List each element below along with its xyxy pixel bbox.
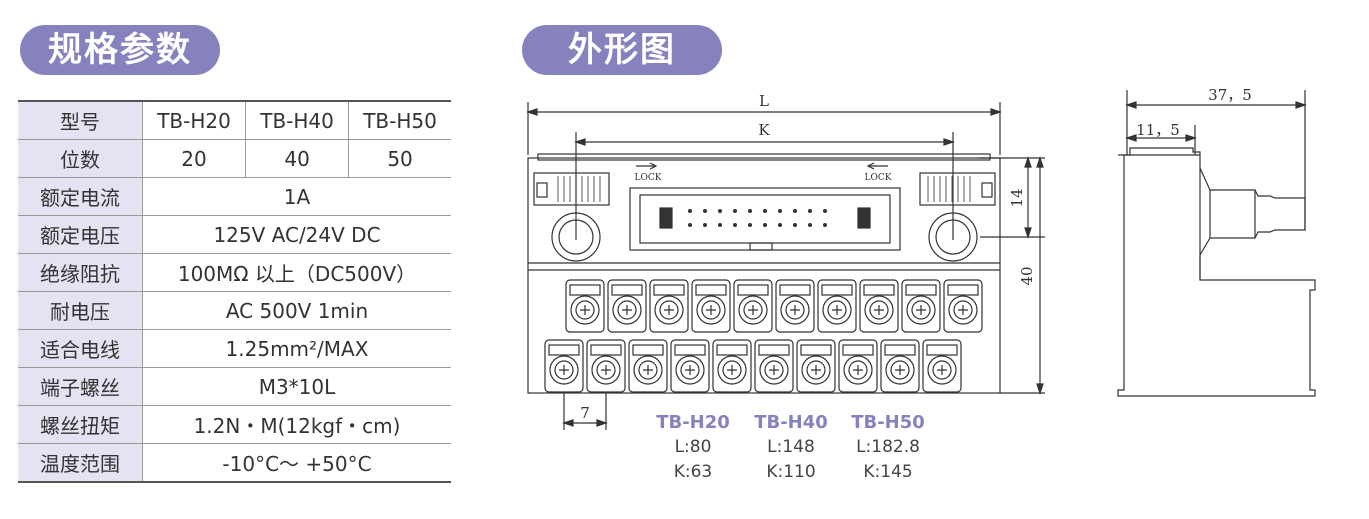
table-row: 螺丝扭矩 1.2N・M(12kgf・cm) xyxy=(18,405,451,444)
dim-11-5-label: 11，5 xyxy=(1136,121,1180,139)
model-dims-h20: TB-H20 L:80 K:63 xyxy=(643,410,743,485)
model-k: K:63 xyxy=(673,462,713,482)
row-label: 温度范围 xyxy=(18,443,143,483)
row-label: 耐电压 xyxy=(18,291,143,330)
row-label: 额定电流 xyxy=(18,177,143,216)
positions-cell: 50 xyxy=(348,139,451,178)
row-label: 绝缘阻抗 xyxy=(18,253,143,292)
table-row: 耐电压 AC 500V 1min xyxy=(18,291,451,330)
row-value: M3*10L xyxy=(142,367,451,406)
terminal-block-front: LOCK LOCK 14 40 xyxy=(527,153,1045,395)
table-row: 位数 20 40 50 xyxy=(18,139,451,178)
model-l: L:148 xyxy=(767,437,815,457)
positions-cell: 20 xyxy=(141,139,247,178)
model-k: K:145 xyxy=(863,462,913,482)
row-label: 位数 xyxy=(18,139,143,178)
row-label: 额定电压 xyxy=(18,215,143,254)
model-cell: TB-H50 xyxy=(348,100,451,140)
model-l: L:80 xyxy=(674,437,712,457)
spec-heading: 规格参数 xyxy=(20,25,220,75)
side-view: 37，5 11，5 xyxy=(1117,86,1316,397)
terminal-row-upper xyxy=(565,279,983,333)
row-value: 1A xyxy=(142,177,451,216)
spec-table: 型号 TB-H20 TB-H40 TB-H50 位数 20 40 50 额定电流… xyxy=(18,100,451,483)
table-row: 型号 TB-H20 TB-H40 TB-H50 xyxy=(18,100,451,140)
model-dims-h50: TB-H50 L:182.8 K:145 xyxy=(838,410,938,485)
lock-label-left: LOCK xyxy=(635,173,662,183)
table-row: 额定电流 1A xyxy=(18,177,451,216)
table-row: 适合电线 1.25mm²/MAX xyxy=(18,329,451,368)
model-l: L:182.8 xyxy=(856,437,920,457)
dimension-pitch: 7 xyxy=(562,392,608,430)
lock-label-right: LOCK xyxy=(865,173,892,183)
table-row: 温度范围 -10°C～ +50°C xyxy=(18,443,451,483)
row-value: -10°C～ +50°C xyxy=(142,443,451,483)
table-row: 额定电压 125V AC/24V DC xyxy=(18,215,451,254)
outline-drawing: L K LOCK LOCK xyxy=(526,86,1316,430)
dim-14-label: 14 xyxy=(1008,188,1026,207)
model-dims-h40: TB-H40 L:148 K:110 xyxy=(741,410,841,485)
table-row: 端子螺丝 M3*10L xyxy=(18,367,451,406)
model-cell: TB-H20 xyxy=(141,100,247,140)
model-name: TB-H20 xyxy=(656,412,730,433)
row-label: 适合电线 xyxy=(18,329,143,368)
terminal-row-lower xyxy=(544,339,962,393)
dimension-l: L xyxy=(526,92,1002,155)
dim-k-label: K xyxy=(758,121,770,139)
model-name: TB-H40 xyxy=(754,412,828,433)
row-label: 端子螺丝 xyxy=(18,367,143,406)
outline-heading: 外形图 xyxy=(522,25,722,75)
dim-37-5-label: 37，5 xyxy=(1208,86,1252,104)
row-label: 螺丝扭矩 xyxy=(18,405,143,444)
dim-7-label: 7 xyxy=(580,404,590,422)
row-value: AC 500V 1min xyxy=(142,291,451,330)
row-value: 125V AC/24V DC xyxy=(142,215,451,254)
row-label: 型号 xyxy=(18,100,143,140)
dim-l-label: L xyxy=(759,92,769,110)
positions-cell: 40 xyxy=(245,139,350,178)
row-value: 1.25mm²/MAX xyxy=(142,329,451,368)
model-k: K:110 xyxy=(766,462,816,482)
table-row: 绝缘阻抗 100MΩ 以上（DC500V） xyxy=(18,253,451,292)
dimension-k: K xyxy=(574,121,955,240)
model-name: TB-H50 xyxy=(851,412,925,433)
row-value: 100MΩ 以上（DC500V） xyxy=(142,253,451,292)
model-cell: TB-H40 xyxy=(245,100,350,140)
dim-40-label: 40 xyxy=(1018,266,1036,285)
row-value: 1.2N・M(12kgf・cm) xyxy=(142,405,451,444)
